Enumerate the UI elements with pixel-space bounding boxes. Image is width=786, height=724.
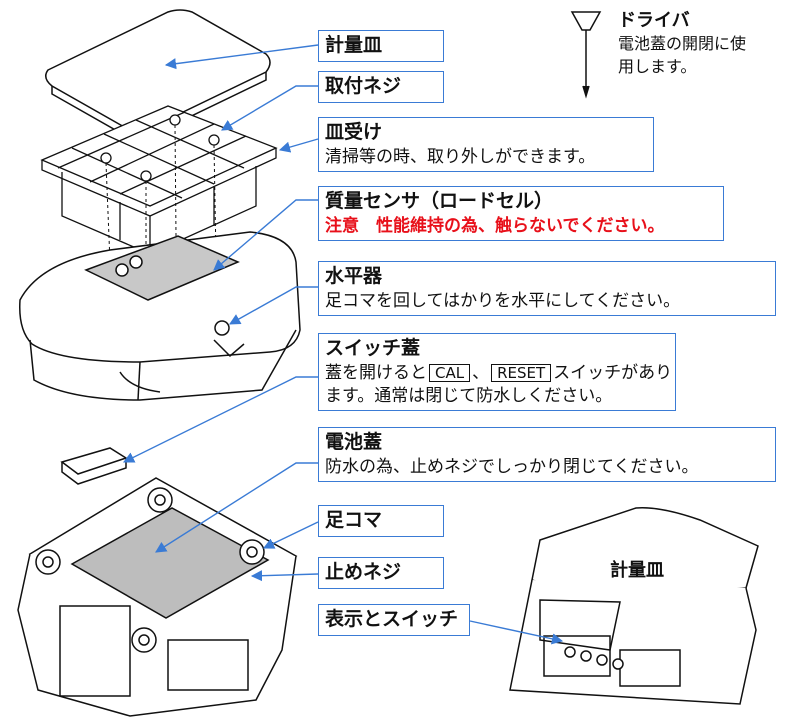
switch-cover-title: スイッチ蓋 xyxy=(325,337,421,359)
screwdriver-icon xyxy=(570,11,602,99)
bottom-view-drawing xyxy=(17,447,298,717)
level-title: 水平器 xyxy=(325,265,383,287)
pan-support-desc: 清掃等の時、取り外しができます。 xyxy=(325,146,596,167)
scale-body-drawing xyxy=(19,231,301,401)
label-load-cell: 質量センサ（ロードセル） 注意 性能維持の為、触らないでください。 xyxy=(318,186,724,241)
stop-screw-title: 止めネジ xyxy=(325,561,402,583)
mounting-screw-title: 取付ネジ xyxy=(325,75,402,97)
label-foot: 足コマ xyxy=(318,505,444,537)
driver-desc: 電池蓋の開閉に使用します。 xyxy=(618,34,747,77)
front-view-drawing xyxy=(509,507,759,705)
switch-cover-desc-pre: 蓋を開けると xyxy=(325,362,427,383)
screw-guide-lines xyxy=(105,124,217,286)
battery-cover-desc: 防水の為、止めネジでしっかり閉じてください。 xyxy=(325,456,699,477)
pan-support-drawing xyxy=(40,105,278,255)
level-desc: 足コマを回してはかりを水平にしてください。 xyxy=(325,290,681,311)
reset-key: RESET xyxy=(491,363,552,383)
battery-cover-title: 電池蓋 xyxy=(325,431,383,453)
key-separator: 、 xyxy=(472,362,490,383)
label-level: 水平器 足コマを回してはかりを水平にしてください。 xyxy=(318,261,776,316)
label-display-switch: 表示とスイッチ xyxy=(318,604,470,636)
load-cell-title: 質量センサ（ロードセル） xyxy=(325,190,554,212)
label-pan-support: 皿受け 清掃等の時、取り外しができます。 xyxy=(318,117,654,172)
label-mounting-screw: 取付ネジ xyxy=(318,71,444,103)
switch-cover-desc-post: スイッチがあり xyxy=(553,362,673,383)
front-view-pan-label: 計量皿 xyxy=(610,560,664,581)
label-stop-screw: 止めネジ xyxy=(318,557,444,589)
weighing-pan-title: 計量皿 xyxy=(325,34,383,56)
foot-title: 足コマ xyxy=(325,509,383,531)
label-battery-cover: 電池蓋 防水の為、止めネジでしっかり閉じてください。 xyxy=(318,427,776,482)
display-switch-title: 表示とスイッチ xyxy=(325,608,459,630)
cal-key: CAL xyxy=(429,363,471,383)
driver-title: ドライバ xyxy=(618,10,690,31)
switch-cover-desc-line2: ます。通常は閉じて防水しください。 xyxy=(325,385,613,406)
leader-arrows xyxy=(122,44,564,645)
label-weighing-pan: 計量皿 xyxy=(318,30,444,62)
pan-support-title: 皿受け xyxy=(325,121,383,143)
load-cell-warning: 注意 性能維持の為、触らないでください。 xyxy=(325,215,665,236)
